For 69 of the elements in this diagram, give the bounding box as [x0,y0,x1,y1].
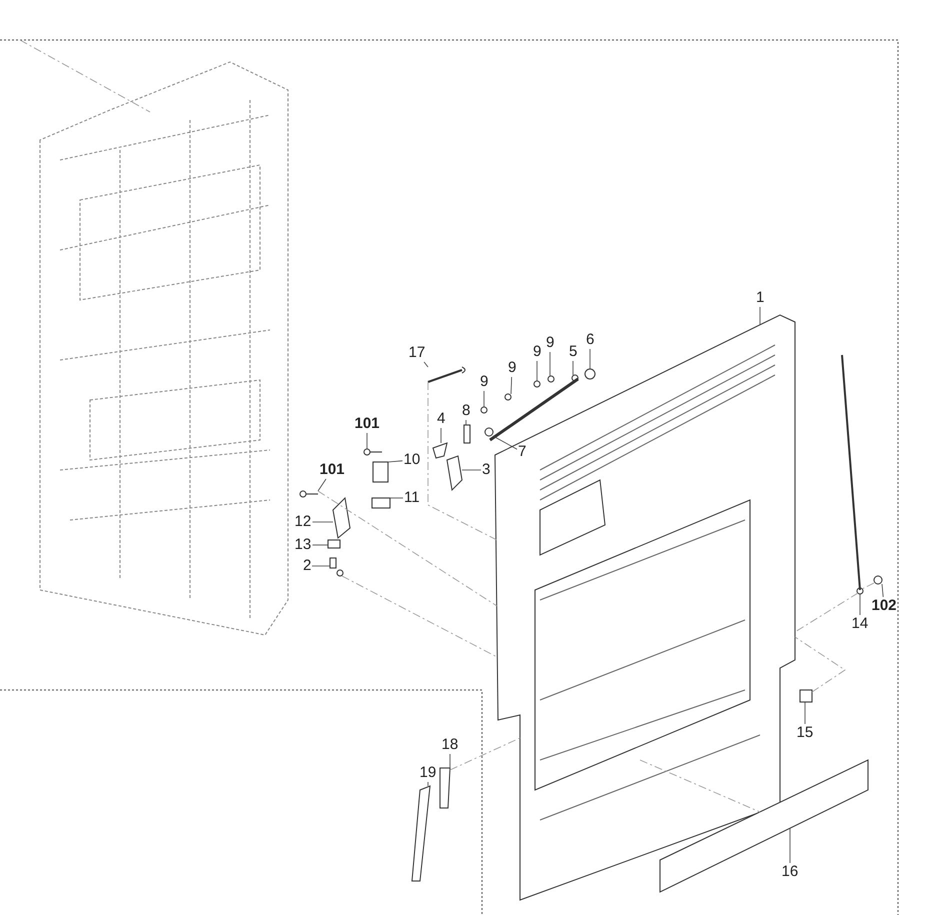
assembly-line [450,738,520,770]
hinge-drawing [332,496,351,539]
bracket-icon [372,462,388,482]
callout-number: 12 [294,514,312,530]
assembly-line [20,40,150,112]
callout-number: 9 [546,335,554,351]
machine-body-drawing [40,61,288,636]
callout-number: 4 [437,411,446,427]
spring-screw-drawing [428,366,466,383]
cam-drawing [432,442,448,459]
leader-line [366,432,368,450]
callout-number: 19 [420,765,436,781]
assembly-line [342,576,498,658]
callout-number: 8 [462,403,470,419]
leader-line [882,584,884,598]
bracket-drawing [330,558,344,576]
callout-number: 5 [569,344,578,360]
bracket-icon [328,540,340,548]
leader-line [492,436,518,450]
leader-line [572,360,574,376]
leader-line [318,478,326,492]
washer-icon [484,428,494,436]
callout-number: 102 [872,598,897,614]
callout-number: 16 [782,864,798,880]
knob-icon [584,368,596,380]
callout-number: 9 [508,360,516,376]
callout-number: 101 [354,416,380,432]
callout-number: 10 [404,452,420,468]
clip-icon [800,690,812,702]
callout-number: 2 [303,558,312,574]
screw-icon [874,576,882,584]
assembly-line [794,592,858,632]
screw-icon [364,448,382,456]
callout-number: 7 [518,444,526,460]
rod-drawing [841,354,864,594]
leader-line [424,362,428,368]
bracket-icon [372,498,390,508]
assembly-line [318,490,498,606]
callout-number: 9 [480,374,488,390]
door-panel-drawing [494,314,796,901]
callout-number: 18 [442,737,458,753]
cover-strip-drawing [660,759,868,893]
leader-line [510,376,512,394]
callout-number: 9 [533,344,542,360]
callout-number: 14 [852,616,868,632]
leader-line [388,460,403,462]
callout-number: 11 [404,490,420,506]
washer-icon [480,406,488,414]
shaft-drawing [489,374,579,442]
pin-icon [464,424,470,444]
callout-number: 15 [796,725,814,741]
leader-line [804,702,806,724]
callout-number: 101 [320,462,345,478]
callout-number: 13 [294,537,312,553]
assembly-line [794,636,846,692]
leader-line [312,544,328,546]
handle-drawing [440,768,451,808]
callout-number: 17 [408,345,426,361]
leader-line [536,360,538,382]
callout-number: 6 [586,332,594,348]
callout-number: 1 [756,290,764,306]
handle-drawing [411,785,431,882]
assembly-line [428,382,498,540]
assembly-line [862,582,874,590]
leader-line [440,428,442,444]
callout-number: 3 [482,462,490,478]
assembly-line [640,760,760,812]
screw-icon [300,490,318,498]
lever-drawing [446,455,463,492]
